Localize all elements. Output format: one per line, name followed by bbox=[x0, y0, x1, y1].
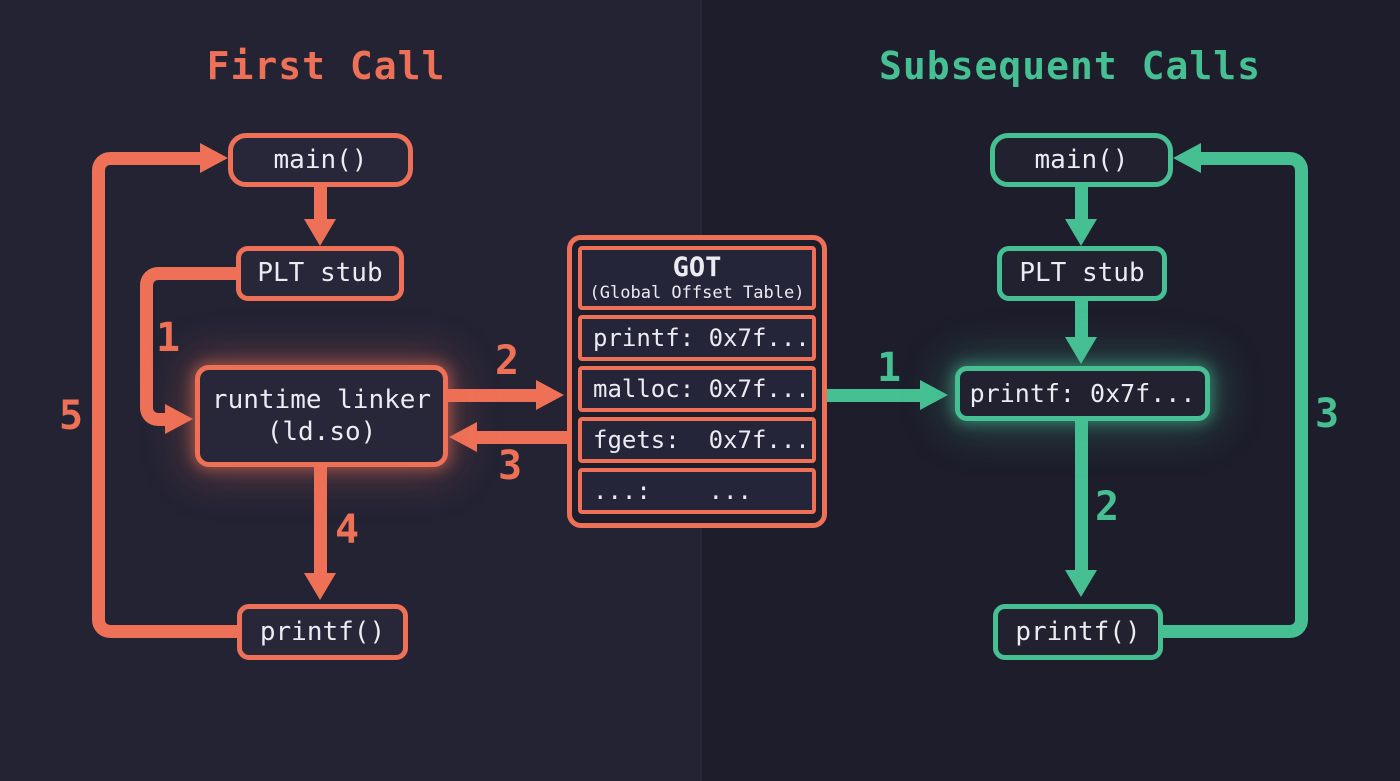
node-plt-stub-right-label: PLT stub bbox=[1019, 258, 1145, 289]
arrow-step4-arrowhead bbox=[304, 573, 336, 600]
got-table: GOT (Global Offset Table) printf: 0x7f..… bbox=[567, 235, 827, 528]
arrow-step1-top-segment bbox=[162, 267, 236, 280]
step-label-1-right: 1 bbox=[876, 345, 902, 391]
node-runtime-linker-line1: runtime linker bbox=[211, 384, 432, 415]
arrow-rstep2-segment bbox=[1075, 421, 1088, 571]
node-got-entry-cached: printf: 0x7f... bbox=[955, 366, 1210, 421]
arrow-main-to-plt-right-segment bbox=[1075, 187, 1088, 220]
step-label-4-left: 4 bbox=[334, 507, 360, 553]
arrow-main-to-plt-left-arrowhead bbox=[304, 219, 336, 246]
got-header-cell: GOT (Global Offset Table) bbox=[578, 246, 816, 310]
arrow-step1-elbow bbox=[140, 267, 168, 426]
arrow-step2-arrowhead bbox=[536, 380, 564, 410]
arrow-rstep1-segment bbox=[827, 389, 922, 402]
node-plt-stub-right: PLT stub bbox=[997, 246, 1167, 301]
got-row-printf-name: printf: bbox=[593, 324, 695, 352]
got-row-fgets-value: 0x7f... bbox=[708, 426, 810, 454]
got-row-ellipsis-name: ...: bbox=[593, 477, 651, 505]
first-call-title: First Call bbox=[206, 44, 446, 88]
node-printf-left-label: printf() bbox=[259, 616, 386, 647]
arrow-rstep1-arrowhead bbox=[920, 380, 948, 410]
node-runtime-linker: runtime linker (ld.so) bbox=[195, 365, 448, 467]
arrow-step5-arrowhead bbox=[200, 143, 228, 173]
got-subtitle: (Global Offset Table) bbox=[589, 282, 805, 303]
step-label-2-left: 2 bbox=[494, 338, 520, 384]
node-printf-right-label: printf() bbox=[1015, 616, 1141, 647]
arrow-rstep3-bottom-segment bbox=[1160, 625, 1205, 638]
step-label-3-left: 3 bbox=[497, 443, 523, 489]
got-row-malloc-name: malloc: bbox=[593, 375, 695, 403]
arrow-main-to-plt-right-arrowhead bbox=[1065, 219, 1097, 246]
arrow-step3-segment bbox=[477, 431, 567, 444]
arrow-rstep3-arrowhead bbox=[1173, 143, 1201, 173]
node-main-right: main() bbox=[990, 133, 1173, 187]
step-label-2-right: 2 bbox=[1094, 484, 1120, 530]
step-label-1-left: 1 bbox=[155, 315, 181, 361]
arrow-step2-segment bbox=[448, 389, 538, 402]
arrow-plt-to-entry-segment bbox=[1075, 301, 1088, 339]
node-got-entry-cached-label: printf: 0x7f... bbox=[969, 378, 1196, 408]
got-row-fgets-name: fgets: bbox=[593, 426, 680, 454]
node-printf-right: printf() bbox=[993, 604, 1163, 660]
step-label-3-right: 3 bbox=[1314, 391, 1340, 437]
arrow-step5-bottom-segment bbox=[195, 625, 241, 638]
node-plt-stub-left: PLT stub bbox=[236, 246, 404, 301]
got-row-malloc-value: 0x7f... bbox=[708, 375, 810, 403]
arrow-step1-arrowhead bbox=[165, 404, 193, 434]
got-row-ellipsis-value: ... bbox=[708, 477, 752, 505]
arrow-step3-arrowhead bbox=[449, 422, 477, 452]
node-main-left-label: main() bbox=[273, 144, 368, 175]
arrow-rstep3-loop bbox=[1198, 152, 1308, 638]
node-printf-left: printf() bbox=[237, 604, 408, 660]
got-title: GOT bbox=[672, 252, 722, 284]
got-row-printf-value: 0x7f... bbox=[708, 324, 810, 352]
arrow-step4-segment bbox=[314, 467, 327, 574]
node-plt-stub-left-label: PLT stub bbox=[257, 258, 383, 289]
subsequent-calls-title: Subsequent Calls bbox=[878, 44, 1262, 88]
node-runtime-linker-line2: (ld.so) bbox=[266, 417, 377, 447]
got-row-fgets: fgets: 0x7f... bbox=[578, 417, 816, 463]
arrow-plt-to-entry-arrowhead bbox=[1065, 337, 1097, 364]
arrow-main-to-plt-left-segment bbox=[314, 187, 327, 220]
got-row-printf: printf: 0x7f... bbox=[578, 315, 816, 361]
got-row-malloc: malloc: 0x7f... bbox=[578, 366, 816, 412]
node-main-left: main() bbox=[228, 133, 413, 187]
arrow-rstep2-arrowhead bbox=[1065, 570, 1097, 597]
got-row-ellipsis: ...: ... bbox=[578, 468, 816, 514]
arrow-step5-loop bbox=[92, 152, 202, 638]
step-label-5-left: 5 bbox=[58, 393, 84, 439]
node-main-right-label: main() bbox=[1034, 144, 1129, 175]
